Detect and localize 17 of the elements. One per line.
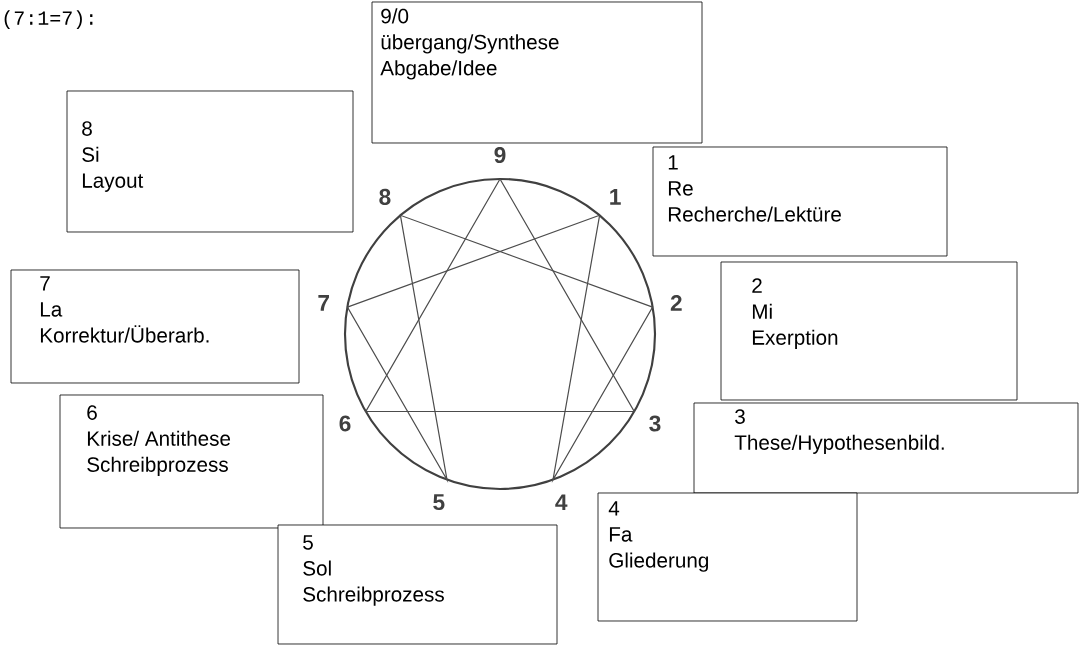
text-box: 7 La Korrektur/Überarb.: [10, 269, 300, 384]
point-number: 1: [610, 189, 621, 205]
point-number: 7: [318, 295, 329, 311]
text-box: 6 Krise/ Antithese Schreibprozess: [59, 394, 324, 529]
point-number: 4: [555, 494, 568, 510]
point-number: 3: [649, 415, 661, 432]
point-number: 6: [339, 415, 351, 432]
text-box: 8 Si Layout: [66, 90, 354, 233]
text-box: 3 These/Hypothesenbild.: [693, 402, 1079, 494]
text-box: 5 Sol Schreibprozess: [277, 524, 558, 645]
note: (7:1=7):: [4, 10, 93, 29]
point-number: 8: [379, 188, 391, 205]
text-box: 9/0 übergang/Synthese Abgabe/Idee: [371, 1, 703, 144]
text-box: 1 Re Recherche/Lektüre: [652, 146, 948, 257]
text-box: 4 Fa Gliederung: [597, 492, 858, 622]
text-box: 2 Mi Exerption: [720, 261, 1018, 401]
point-number: 2: [670, 295, 682, 311]
